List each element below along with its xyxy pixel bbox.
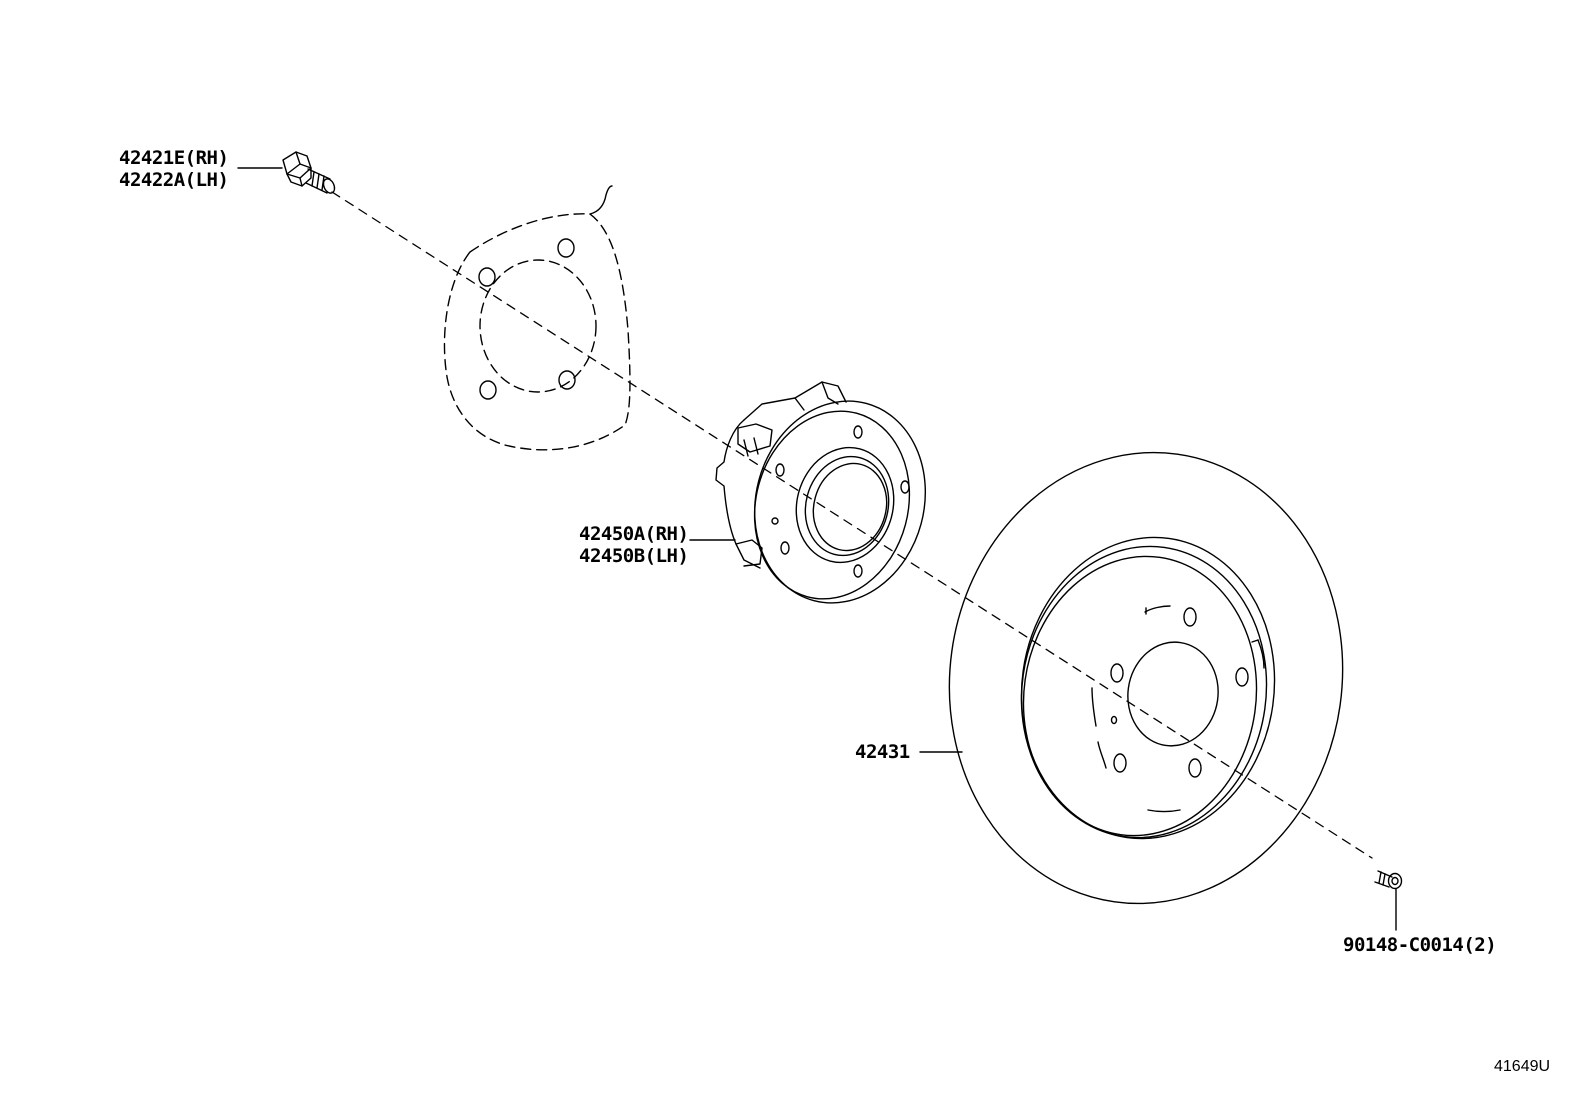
assembly-axis-line — [331, 191, 1373, 859]
disc-part-number: 42431 — [855, 741, 910, 763]
bolt-lh-part-number: 42422A(LH) — [119, 169, 229, 191]
backing-plate-outline — [478, 185, 613, 400]
diagram-id: 41649U — [1494, 1058, 1551, 1075]
hub-lh-part-number: 42450B(LH) — [579, 545, 689, 567]
hub-rh-part-number: 42450A(RH) — [579, 523, 689, 545]
hub-bearing-assembly — [715, 381, 927, 604]
brake-disc-part — [948, 451, 1344, 905]
hub-bolt-part — [282, 151, 336, 194]
set-screw-part — [1374, 870, 1403, 890]
bolt-rh-part-number: 42421E(RH) — [119, 147, 229, 169]
backing-plate-reference — [443, 213, 631, 451]
screw-part-number: 90148-C0014(2) — [1343, 934, 1497, 956]
